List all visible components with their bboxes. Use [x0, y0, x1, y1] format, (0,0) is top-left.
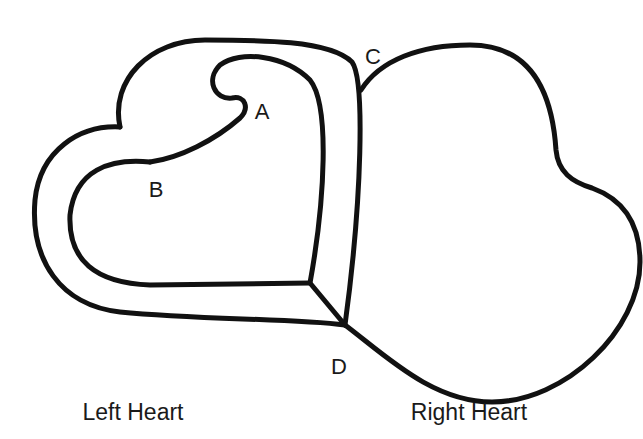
point-label-wrap: B [149, 178, 164, 202]
point-label-wrap: C [365, 45, 381, 69]
heart-caption: Right Heart [411, 399, 527, 425]
point-label: C [365, 44, 381, 69]
right-heart-outline [345, 45, 640, 402]
point-label: D [331, 354, 347, 379]
left-heart-outer-wing [34, 127, 345, 325]
point-label-wrap: A [255, 100, 270, 124]
heart-caption-wrap: Right Heart [411, 400, 527, 425]
point-label: A [255, 99, 270, 124]
point-label: B [149, 177, 164, 202]
heart-caption: Left Heart [83, 399, 184, 425]
left-heart-inner-wing [70, 161, 310, 285]
heart-caption-wrap: Left Heart [83, 400, 184, 425]
point-label-wrap: D [331, 355, 347, 379]
